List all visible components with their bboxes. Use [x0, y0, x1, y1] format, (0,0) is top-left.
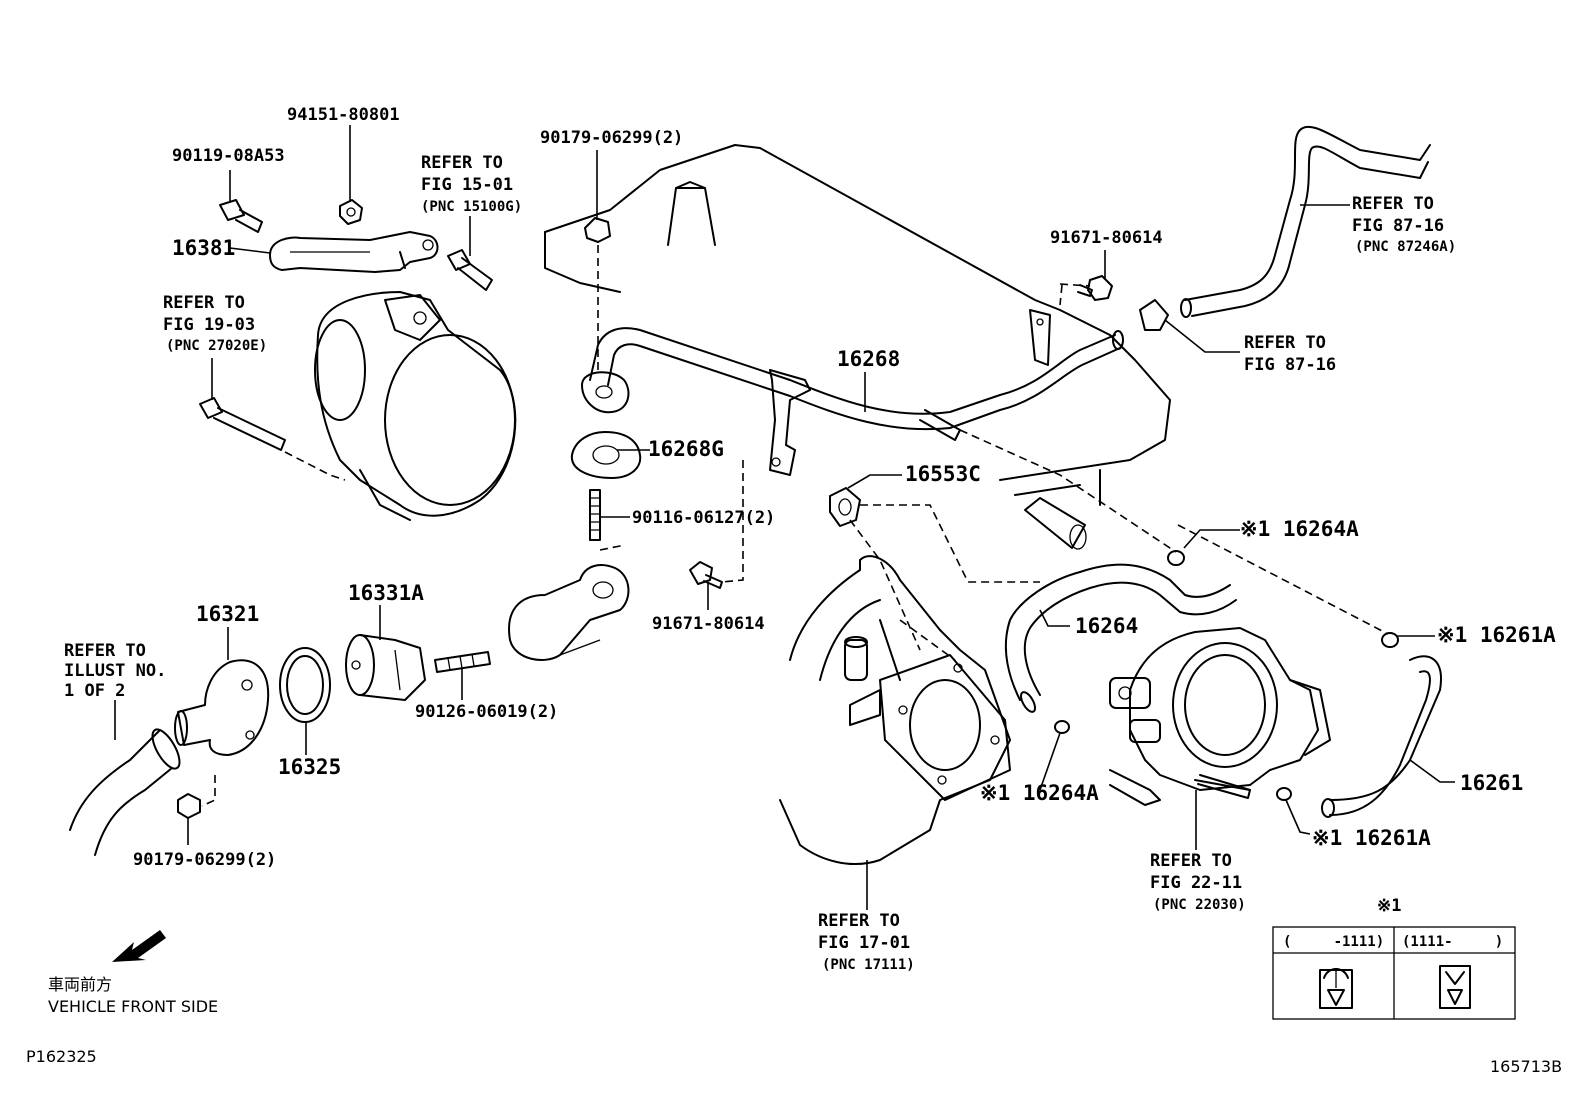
clamp-type-b-icon [1439, 965, 1471, 1009]
label-91671-mid: 91671-80614 [652, 614, 765, 634]
hose-16261 [1321, 655, 1442, 818]
label-refer22-b: FIG 22-11 [1150, 873, 1242, 893]
leader-lines [114, 125, 1455, 910]
hose-illust-1 [69, 728, 181, 856]
thermostat-16331A [345, 634, 426, 701]
part-labels: 94151-80801 90119-08A53 16381 REFER TO F… [64, 105, 1556, 973]
label-refer15-b: FIG 15-01 [421, 175, 513, 195]
label-90116: 90116-06127(2) [632, 508, 775, 528]
label-16321: 16321 [196, 602, 259, 626]
clamp-type-a-icon [1319, 968, 1353, 1009]
label-illust-b: ILLUST NO. [64, 661, 166, 681]
label-refer17-b: FIG 17-01 [818, 933, 910, 953]
engine-outline [544, 144, 1171, 550]
gasket-16268G [570, 431, 642, 479]
label-90179-bot: 90179-06299(2) [133, 850, 276, 870]
label-16325: 16325 [278, 755, 341, 779]
hose-16264 [1004, 563, 1237, 713]
legend-box: ※1 ( -1111) (1111- ) [1272, 896, 1516, 1020]
label-16331A: 16331A [348, 581, 424, 605]
legend-mark: ※1 [1377, 896, 1401, 916]
label-refer87b-a: REFER TO [1244, 333, 1326, 353]
label-illust-c: 1 OF 2 [64, 681, 125, 701]
label-refer22-c: (PNC 22030) [1153, 897, 1246, 913]
install-lines [201, 245, 1389, 807]
label-refer15-c: (PNC 15100G) [421, 199, 522, 215]
label-16268G: 16268G [648, 437, 724, 461]
stud-90116 [589, 489, 601, 541]
code-right: 165713B [1490, 1057, 1562, 1076]
nut-90179-bot [177, 793, 201, 819]
label-refer19-b: FIG 19-03 [163, 315, 255, 335]
code-left: P162325 [26, 1047, 97, 1066]
intake-manifold [779, 555, 1011, 866]
water-pipe-16268 [581, 309, 1124, 476]
label-16261A-top: ※1 16261A [1437, 623, 1556, 647]
label-90179-top: 90179-06299(2) [540, 128, 683, 148]
bolt-90119 [219, 199, 263, 233]
label-16264A-bot: ※1 16264A [980, 781, 1099, 805]
label-90126: 90126-06019(2) [415, 702, 558, 722]
label-refer87-a: REFER TO [1352, 194, 1434, 214]
label-16264A-top: ※1 16264A [1240, 517, 1359, 541]
stud-15100G [447, 249, 493, 291]
label-refer19-a: REFER TO [163, 293, 245, 313]
label-90119: 90119-08A53 [172, 146, 285, 166]
label-16381: 16381 [172, 236, 235, 260]
clamp-16261A-bot [1276, 787, 1292, 801]
clamp-16264A-top [1167, 550, 1185, 566]
gasket-16325 [279, 647, 331, 723]
label-refer17-c: (PNC 17111) [822, 957, 915, 973]
label-refer19-c: (PNC 27020E) [166, 338, 267, 354]
label-refer87-c: (PNC 87246A) [1355, 239, 1456, 255]
label-illust-a: REFER TO [64, 641, 146, 661]
label-16261A-bot: ※1 16261A [1312, 826, 1431, 850]
label-16268: 16268 [837, 347, 900, 371]
label-16264: 16264 [1075, 614, 1138, 638]
label-94151: 94151-80801 [287, 105, 400, 125]
front-arrow-icon [112, 930, 166, 962]
label-16553C: 16553C [905, 462, 981, 486]
legend-col2: (1111- ) [1402, 934, 1503, 950]
nut-90179-top [584, 217, 611, 243]
stud-90126 [434, 651, 491, 673]
legend-col1: ( -1111) [1283, 934, 1384, 950]
clamp-16261A-top [1381, 632, 1399, 648]
vehicle-front-arrow: 車両前方 VEHICLE FRONT SIDE [48, 930, 218, 1016]
clamp-87-16 [1139, 299, 1169, 331]
label-91671-top: 91671-80614 [1050, 228, 1163, 248]
label-refer22-a: REFER TO [1150, 851, 1232, 871]
label-refer17-a: REFER TO [818, 911, 900, 931]
throttle-body [1109, 627, 1331, 806]
label-refer15-a: REFER TO [421, 153, 503, 173]
label-front-en: VEHICLE FRONT SIDE [48, 997, 218, 1016]
nut-94151 [339, 199, 363, 225]
water-outlet [508, 564, 630, 661]
label-refer87-b: FIG 87-16 [1352, 216, 1444, 236]
label-front-jp: 車両前方 [48, 975, 112, 994]
bolt-91671-mid [689, 561, 723, 589]
water-inlet-16321 [174, 659, 270, 756]
bolt-27020E [199, 397, 286, 451]
clamp-16264A-bot [1054, 720, 1070, 734]
hose-87-16 [1180, 125, 1431, 318]
alternator [314, 291, 517, 521]
label-refer87b-b: FIG 87-16 [1244, 355, 1336, 375]
bolt-91671-top [1077, 275, 1113, 301]
clamp-16553C [829, 487, 861, 527]
label-16261: 16261 [1460, 771, 1523, 795]
bracket-16381 [269, 231, 439, 273]
